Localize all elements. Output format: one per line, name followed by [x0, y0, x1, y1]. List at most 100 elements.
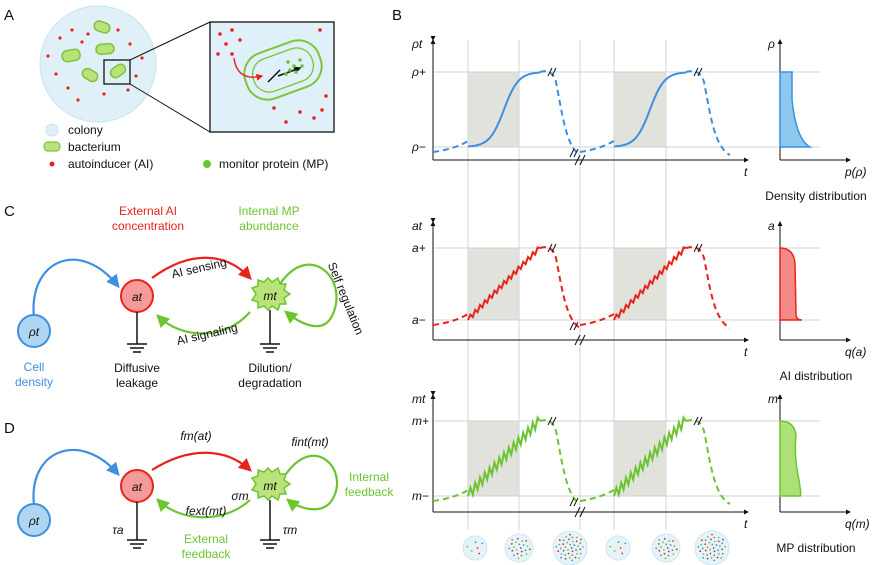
- b-dist-ylabel: m: [768, 392, 778, 406]
- d-ext-fb-2: feedback: [182, 547, 232, 561]
- panel-b: ρtρ+ρ−tρp(ρ)Density distributionata+a−ta…: [411, 36, 870, 565]
- b-curve-rise: [467, 246, 541, 321]
- b-dist-title: AI distribution: [780, 369, 853, 383]
- c-a-label: at: [132, 290, 143, 304]
- panel-label-c: C: [4, 203, 15, 220]
- b-curve-fall: [539, 419, 581, 505]
- b-curve-break: [569, 148, 579, 158]
- b-curve-rise: [467, 414, 541, 499]
- bacterium: [95, 42, 115, 56]
- d-ext-fb-1: External: [184, 532, 228, 546]
- legend-colony-swatch: [45, 123, 59, 137]
- legend-mp-swatch: [203, 160, 211, 168]
- b-curve-lead: [579, 140, 615, 153]
- b-curve-fall: [685, 246, 731, 329]
- b-axis-break: [574, 506, 586, 518]
- b-curve-lead: [432, 313, 469, 326]
- b-curve-lead: [432, 489, 469, 502]
- b-curve-fall: [539, 70, 581, 156]
- b-curve-rise: [467, 71, 541, 148]
- c-int-title-1: Internal MP: [238, 204, 299, 218]
- c-self-regulation: Self regulation: [325, 260, 367, 336]
- b-bottom-label: m−: [412, 489, 429, 503]
- d-int-fb-2: feedback: [345, 485, 395, 499]
- b-top-label: ρ+: [411, 65, 426, 79]
- d-sigma: σm: [231, 489, 248, 503]
- b-curve-fall: [539, 246, 581, 329]
- c-ext-title-2: concentration: [112, 219, 184, 233]
- c-density-arrow: [32, 258, 120, 319]
- legend-ai-swatch: [49, 161, 55, 167]
- c-dil-1: Dilution/: [248, 361, 292, 375]
- b-shade-window: [614, 72, 666, 147]
- expression-arrow: [277, 66, 302, 77]
- b-curve-break: [693, 67, 703, 77]
- b-top-label: a+: [412, 241, 426, 255]
- b-ylabel: mt: [412, 392, 426, 406]
- b-curve-rise: [613, 246, 687, 321]
- b-xlabel: t: [744, 517, 748, 531]
- b-plot-ai: [430, 218, 851, 346]
- d-rho-label: ρt: [28, 514, 40, 528]
- b-shade-window: [614, 248, 666, 320]
- c-leak-2: leakage: [116, 376, 158, 390]
- legend-bacterium-swatch: [43, 141, 61, 152]
- b-xlabel: t: [744, 165, 748, 179]
- d-fm-arrow: [151, 451, 252, 472]
- b-dist-xlabel: q(m): [845, 517, 870, 531]
- zoom-box: [103, 59, 131, 85]
- b-plot-mp: [430, 391, 851, 518]
- colony-illustration: [39, 5, 211, 133]
- b-curve-rise: [613, 414, 687, 499]
- d-ground-a: [127, 502, 147, 549]
- b-colony-snapshot: [462, 535, 488, 561]
- colony-circle: [39, 5, 157, 123]
- cell-outline: [243, 39, 323, 101]
- b-dist-shape: [779, 247, 803, 321]
- legend-autoinducer: autoinducer (AI): [68, 157, 153, 171]
- b-curve-break: [547, 416, 557, 426]
- d-m-label: mt: [263, 479, 277, 493]
- b-shade-window: [614, 421, 666, 496]
- mp-dots: [284, 58, 304, 76]
- bacterium: [81, 67, 99, 83]
- b-colony-snapshot: [605, 535, 631, 561]
- legend-a: colony bacterium autoinducer (AI) monito…: [43, 123, 328, 171]
- panel-c: External AI concentration Internal MP ab…: [15, 204, 367, 390]
- b-shade-window: [468, 248, 519, 320]
- b-bottom-label: ρ−: [411, 140, 426, 154]
- c-sensing-arrow: [151, 256, 252, 280]
- c-m-node: [250, 276, 292, 312]
- c-ground-m: [260, 310, 280, 353]
- c-rho-label: ρt: [28, 325, 40, 339]
- b-axis-break: [574, 154, 586, 166]
- c-ext-title-1: External AI: [119, 204, 177, 218]
- bacterium: [109, 63, 127, 79]
- c-int-title-2: abundance: [239, 219, 299, 233]
- panel-label-d: D: [4, 420, 15, 437]
- c-ai-signaling: AI signaling: [175, 320, 239, 348]
- d-ext-arrow: [156, 498, 251, 519]
- receptor-line: [267, 69, 281, 83]
- ai-dots: [46, 28, 144, 102]
- b-axis-break: [574, 334, 586, 346]
- b-colony-snapshot: [651, 533, 681, 563]
- d-ground-m: [260, 500, 280, 549]
- bacterium: [61, 48, 81, 63]
- b-curve-lead: [432, 140, 469, 153]
- d-rho-node: [17, 503, 51, 537]
- b-dist-xlabel: q(a): [845, 345, 866, 359]
- c-m-label: mt: [263, 289, 277, 303]
- b-top-label: m+: [412, 414, 429, 428]
- b-curve-break: [547, 243, 557, 253]
- b-dist-xlabel: p(ρ): [844, 165, 867, 179]
- b-bottom-label: a−: [412, 313, 426, 327]
- b-curve-fall: [685, 70, 731, 156]
- d-int-fb-1: Internal: [349, 470, 389, 484]
- b-shade-window: [468, 72, 519, 147]
- panel-label-a: A: [4, 7, 14, 24]
- c-dil-2: degradation: [238, 376, 301, 390]
- b-curve-lead: [579, 489, 615, 502]
- b-dist-title: MP distribution: [776, 541, 855, 555]
